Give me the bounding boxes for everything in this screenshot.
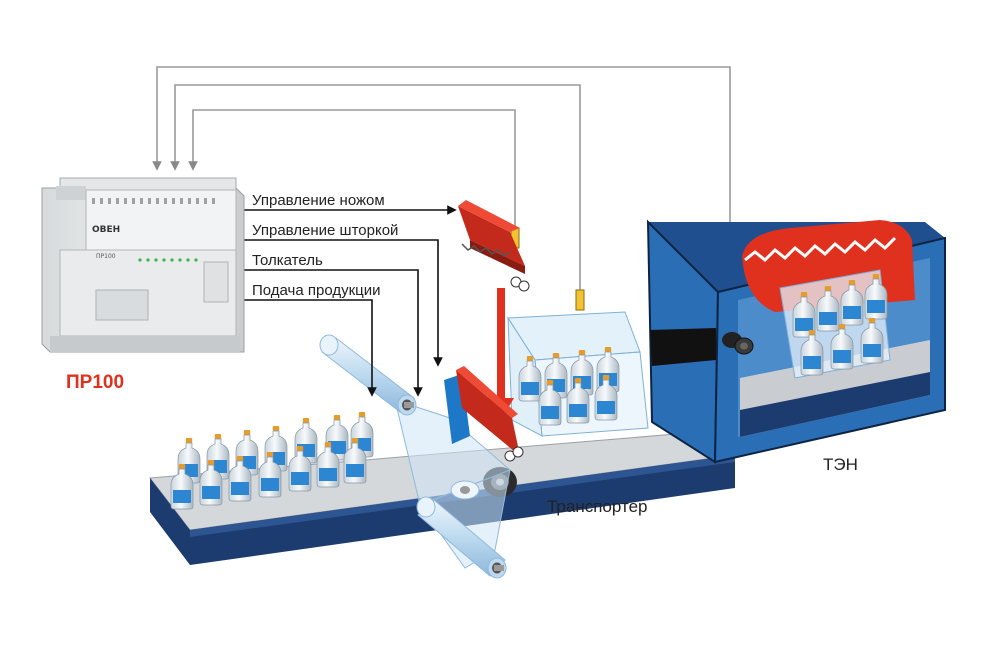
controller-name: ПР100	[66, 372, 124, 393]
plc-panel-label: ПР100	[96, 253, 116, 260]
film-sheet	[394, 399, 511, 569]
upper-knife	[458, 200, 530, 292]
wrapped-pack	[507, 311, 649, 437]
control-wires	[232, 205, 457, 397]
pack-in-tunnel	[779, 269, 891, 379]
upper-film-roll	[319, 334, 417, 416]
label-product-feed: Подача продукции	[252, 282, 381, 299]
label-heater: ТЭН	[823, 455, 858, 474]
lower-film-roll	[416, 496, 507, 579]
feedback-wires	[152, 66, 731, 330]
tunnel-sensor	[722, 332, 754, 355]
plc-logo: ОВЕН	[92, 225, 120, 235]
label-knife-control: Управление ножом	[252, 192, 385, 209]
plc-controller	[41, 177, 245, 353]
label-conveyor: Транспортер	[547, 497, 647, 516]
lower-knife	[456, 366, 524, 462]
label-curtain-control: Управление шторкой	[252, 222, 398, 239]
label-pusher: Толкатель	[252, 252, 323, 269]
film-guide-roller	[450, 480, 480, 500]
pack-sensor	[575, 289, 585, 311]
